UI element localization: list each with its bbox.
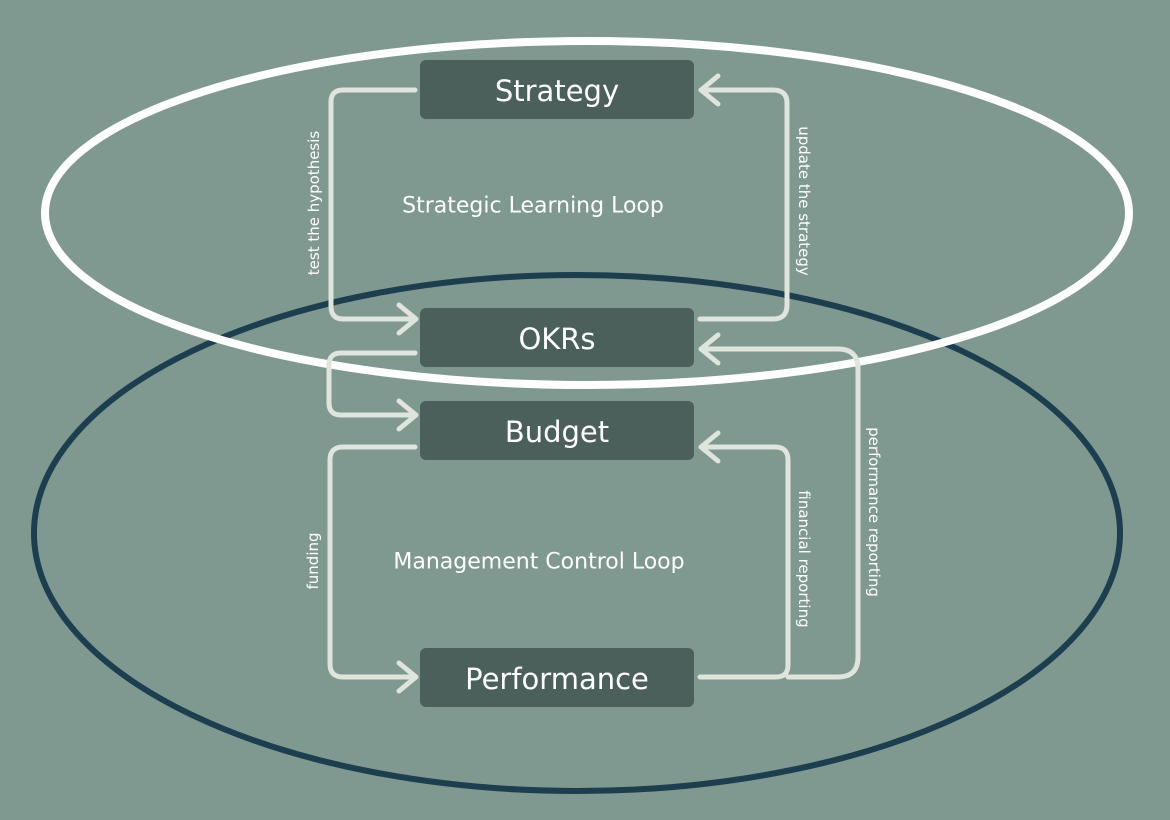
arrow-performance-reporting <box>698 332 861 680</box>
node-strategy-label: Strategy <box>495 74 619 108</box>
edge-label-financial-reporting: financial reporting <box>795 490 813 627</box>
node-budget-label: Budget <box>505 415 609 449</box>
arrow-test-hypothesis <box>328 87 419 336</box>
arrow-financial-reporting <box>697 430 791 680</box>
edge-label-update-strategy: update the strategy <box>795 126 813 276</box>
node-performance: Performance <box>420 648 694 707</box>
management-loop-label: Management Control Loop <box>393 550 684 575</box>
strategic-loop-ring <box>41 37 1133 389</box>
node-okrs: OKRs <box>420 308 694 367</box>
node-budget: Budget <box>420 401 694 460</box>
arrow-funding <box>327 444 419 694</box>
node-okrs-label: OKRs <box>518 322 595 356</box>
arrow-update-strategy <box>697 73 790 322</box>
strategic-loop-label: Strategic Learning Loop <box>402 194 664 219</box>
edge-label-funding: funding <box>304 532 322 589</box>
edge-label-test-hypothesis: test the hypothesis <box>305 131 323 276</box>
arrow-okrs-to-budget <box>326 350 419 432</box>
management-loop-ring <box>31 272 1123 794</box>
node-strategy: Strategy <box>420 60 694 119</box>
edge-label-performance-reporting: performance reporting <box>865 427 883 597</box>
node-performance-label: Performance <box>465 662 649 696</box>
